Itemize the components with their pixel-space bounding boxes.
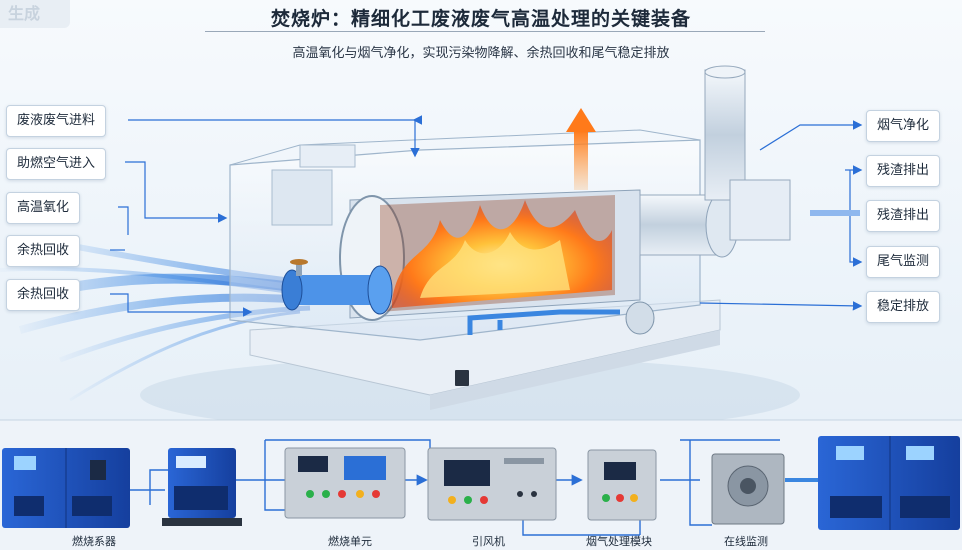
- left-connectors: [110, 115, 423, 317]
- blower-unit: [162, 448, 242, 526]
- treatment-module: [587, 449, 657, 521]
- watermark-badge: 生成: [0, 0, 70, 28]
- title-divider: [205, 31, 765, 32]
- cooling-pipes: [467, 309, 620, 335]
- page-title: 焚烧炉：精细化工废液废气高温处理的关键装备: [270, 8, 691, 30]
- label-feed-input: 废液废气进料: [6, 105, 107, 137]
- label-heat-recovery-2: 余热回收: [6, 279, 81, 311]
- page-subtitle: 高温氧化与烟气净化，实现污染物降解、余热回收和尾气稳定排放: [292, 46, 670, 61]
- induced-fan: [711, 453, 785, 525]
- label-residue-discharge-2: 残渣排出: [866, 200, 941, 232]
- label-combustor: 燃烧系器: [72, 535, 116, 548]
- label-induced-fan: 引风机: [472, 535, 505, 548]
- label-stable-emission: 稳定排放: [866, 291, 941, 323]
- control-panel-1: [284, 447, 406, 519]
- label-combustion-air: 助燃空气进入: [6, 148, 107, 180]
- label-heat-recovery-1: 余热回收: [6, 235, 81, 267]
- label-flue-gas-module: 烟气处理模块: [586, 535, 652, 548]
- label-online-monitoring: 在线监测: [724, 535, 768, 548]
- label-high-temp-oxidation: 高温氧化: [6, 192, 81, 224]
- process-lines: [130, 439, 818, 536]
- outlet-duct: [625, 65, 791, 335]
- cabinet-right: [818, 436, 960, 530]
- right-connectors: [699, 120, 863, 311]
- label-flue-gas-cleaning: 烟气净化: [866, 110, 941, 142]
- label-combustion-unit: 燃烧单元: [328, 535, 372, 548]
- flame-icon: [392, 200, 612, 308]
- inlet-pipe: [281, 259, 393, 315]
- exhaust-up-arrow-icon: [566, 108, 596, 190]
- cabinet-left: [2, 448, 130, 528]
- control-panel-2: [427, 447, 557, 521]
- label-exhaust-monitoring: 尾气监测: [866, 246, 941, 278]
- label-residue-discharge-1: 残渣排出: [866, 155, 941, 187]
